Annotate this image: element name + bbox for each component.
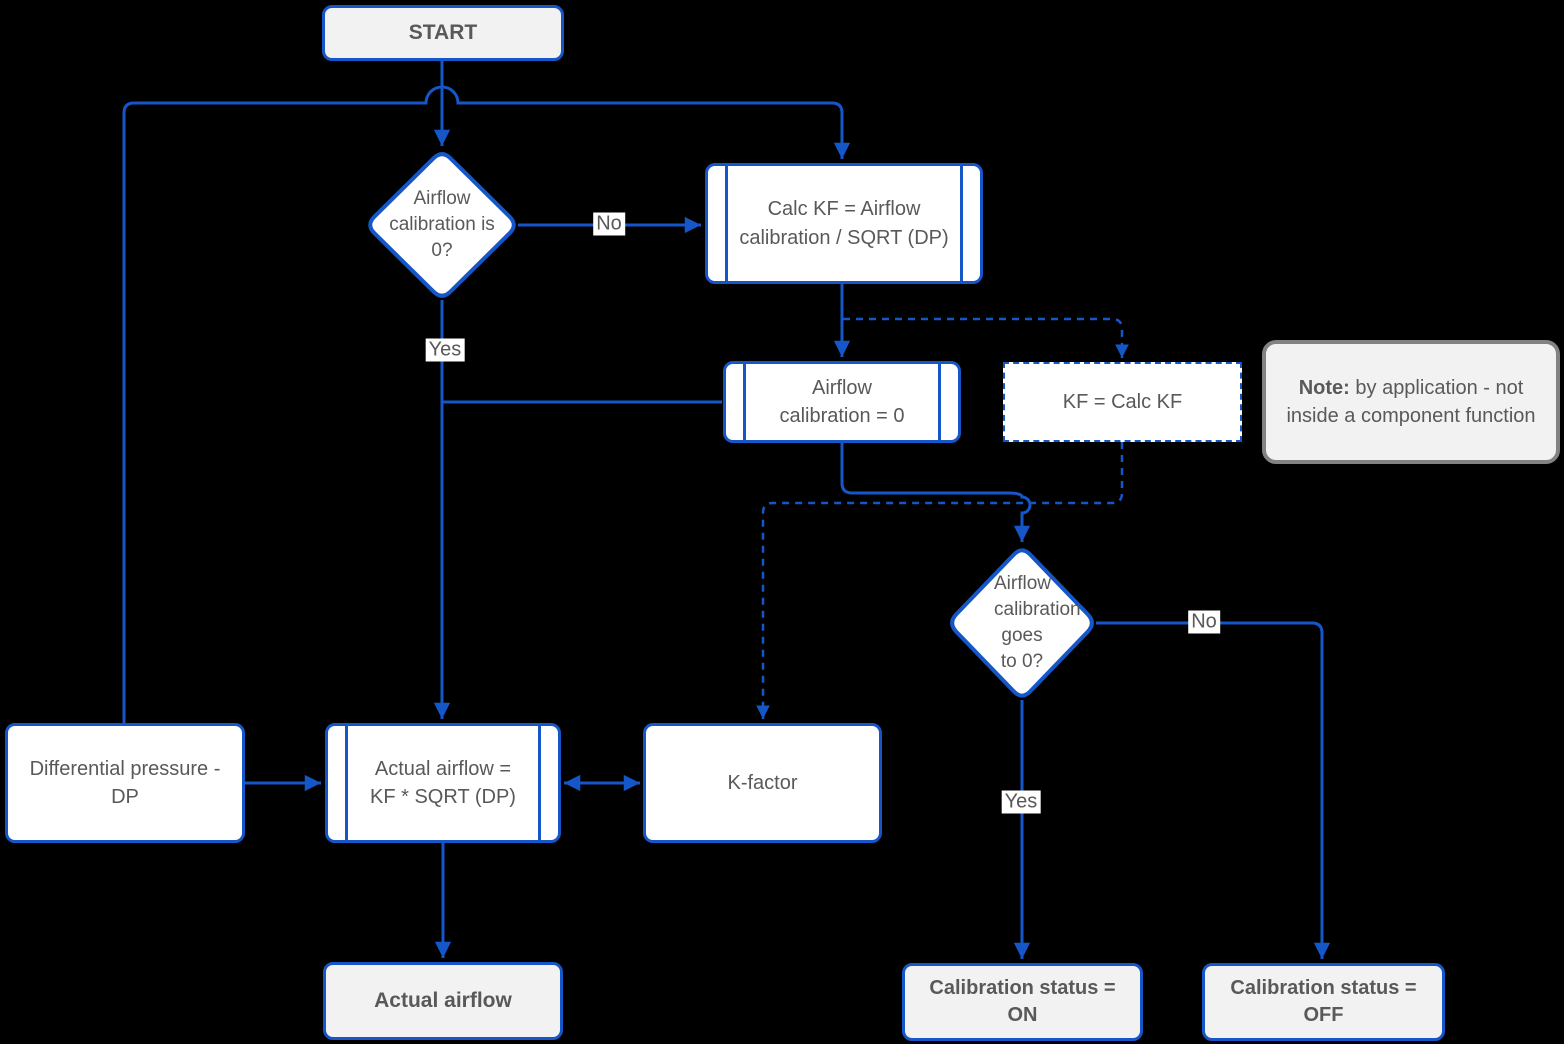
decision2-shape bbox=[950, 548, 1094, 698]
process-bar-right bbox=[538, 726, 541, 840]
calibration-status-off-terminal: Calibration status = OFF bbox=[1202, 963, 1445, 1041]
edge-label-yes-2: Yes bbox=[1001, 790, 1041, 814]
actual-airflow-calc-label: Actual airflow = KF * SQRT (DP) bbox=[370, 757, 516, 808]
kf-assign-label: KF = Calc KF bbox=[1062, 390, 1183, 413]
actual-airflow-terminal: Actual airflow bbox=[323, 962, 563, 1040]
calibration-status-on-terminal: Calibration status = ON bbox=[902, 963, 1143, 1041]
decision2-label: Airflow calibration goes to 0? bbox=[994, 572, 1081, 673]
note-text: Note: by application - not inside a comp… bbox=[1283, 374, 1539, 431]
kf-assign-box: KF = Calc KF bbox=[1003, 362, 1242, 442]
edge-label-yes-1: Yes bbox=[425, 338, 465, 362]
airflow-calibration-zero-process: Airflow calibration = 0 bbox=[723, 361, 961, 443]
note-prefix: Note: bbox=[1298, 376, 1350, 399]
edge-calckf-to-kfassign-dashed bbox=[843, 317, 1129, 358]
differential-pressure-label: Differential pressure - DP bbox=[29, 757, 221, 808]
note-box: Note: by application - not inside a comp… bbox=[1262, 340, 1560, 464]
process-bar-right bbox=[960, 166, 963, 281]
actual-airflow-calc-process: Actual airflow = KF * SQRT (DP) bbox=[325, 723, 561, 843]
k-factor-box: K-factor bbox=[643, 723, 882, 843]
decision1-label: Airflow calibration is 0? bbox=[389, 187, 495, 262]
calibration-status-on-label: Calibration status = ON bbox=[929, 977, 1116, 1026]
process-bar-left bbox=[743, 364, 746, 440]
calc-kf-label: Calc KF = Airflow calibration / SQRT (DP… bbox=[739, 198, 949, 249]
note-body: by application - not inside a component … bbox=[1286, 376, 1536, 427]
edge-calibzero-to-decision2 bbox=[840, 443, 1032, 542]
calc-kf-process: Calc KF = Airflow calibration / SQRT (DP… bbox=[705, 163, 983, 284]
decision1-shape bbox=[368, 152, 516, 298]
actual-airflow-label: Actual airflow bbox=[374, 989, 512, 1013]
edge-label-no-1: No bbox=[593, 212, 625, 236]
process-bar-right bbox=[938, 364, 941, 440]
edge-label-no-2: No bbox=[1188, 610, 1220, 634]
process-bar-left bbox=[345, 726, 348, 840]
edge-kfassign-to-kfactor-dashed bbox=[756, 442, 1124, 719]
k-factor-label: K-factor bbox=[727, 771, 798, 794]
start-label: START bbox=[408, 21, 478, 45]
differential-pressure-box: Differential pressure - DP bbox=[5, 723, 245, 843]
edge-decision2-no bbox=[1096, 621, 1331, 959]
start-terminal: START bbox=[322, 5, 564, 61]
airflow-calibration-zero-label: Airflow calibration = 0 bbox=[779, 376, 905, 427]
calibration-status-off-label: Calibration status = OFF bbox=[1230, 977, 1417, 1026]
edge-dp-loop-to-calckf bbox=[122, 85, 851, 723]
process-bar-left bbox=[725, 166, 728, 281]
